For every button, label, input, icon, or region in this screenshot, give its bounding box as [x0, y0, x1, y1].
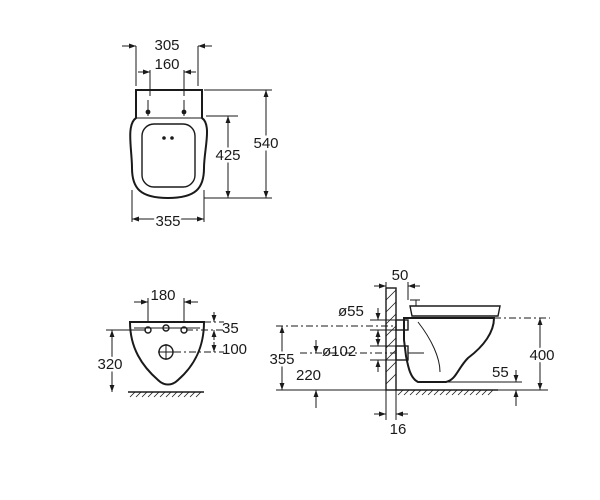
- dim-diameter-102: ø102: [322, 343, 356, 360]
- dim-diameter-55: ø55: [338, 303, 364, 320]
- dim-180: 180: [150, 287, 175, 304]
- top-view-bowl-outline: [129, 89, 209, 200]
- front-view-center-hole: [162, 324, 170, 332]
- front-view-floor-hatch: [129, 391, 202, 398]
- dim-16: 16: [390, 421, 407, 438]
- top-view-hinge-right: [170, 136, 174, 140]
- dim-100-front: 100: [222, 341, 247, 358]
- top-view-seat-inner: [141, 123, 196, 188]
- dim-35: 35: [222, 320, 239, 337]
- side-view-bowl-outline: [403, 317, 496, 383]
- top-view: 305 160 355 425 540: [122, 37, 281, 232]
- side-view-wall: [385, 287, 397, 391]
- dim-425: 425: [215, 147, 240, 164]
- side-view-seat: [409, 305, 501, 317]
- front-view-bowl-outline: [128, 321, 206, 386]
- side-view-inlet-fitting: [395, 319, 409, 331]
- dim-220: 220: [296, 367, 321, 384]
- dim-305: 305: [154, 37, 179, 54]
- dim-355-height: 355: [269, 351, 294, 368]
- top-view-hinge-left: [162, 136, 166, 140]
- side-view-inner-bowl: [417, 321, 441, 373]
- front-view: 180 35 100 320: [95, 287, 247, 398]
- dim-55-clearance: 55: [492, 364, 509, 381]
- side-view: 50 ø55 ø102 355 220 400 55: [267, 267, 557, 438]
- side-view-floor-hatch: [397, 389, 494, 396]
- dim-355-width: 355: [155, 213, 180, 230]
- dim-540: 540: [253, 135, 278, 152]
- side-view-wall-hatch: [385, 289, 397, 385]
- dim-50: 50: [392, 267, 409, 284]
- dim-400: 400: [529, 347, 554, 364]
- dim-320: 320: [97, 356, 122, 373]
- dim-160: 160: [154, 56, 179, 73]
